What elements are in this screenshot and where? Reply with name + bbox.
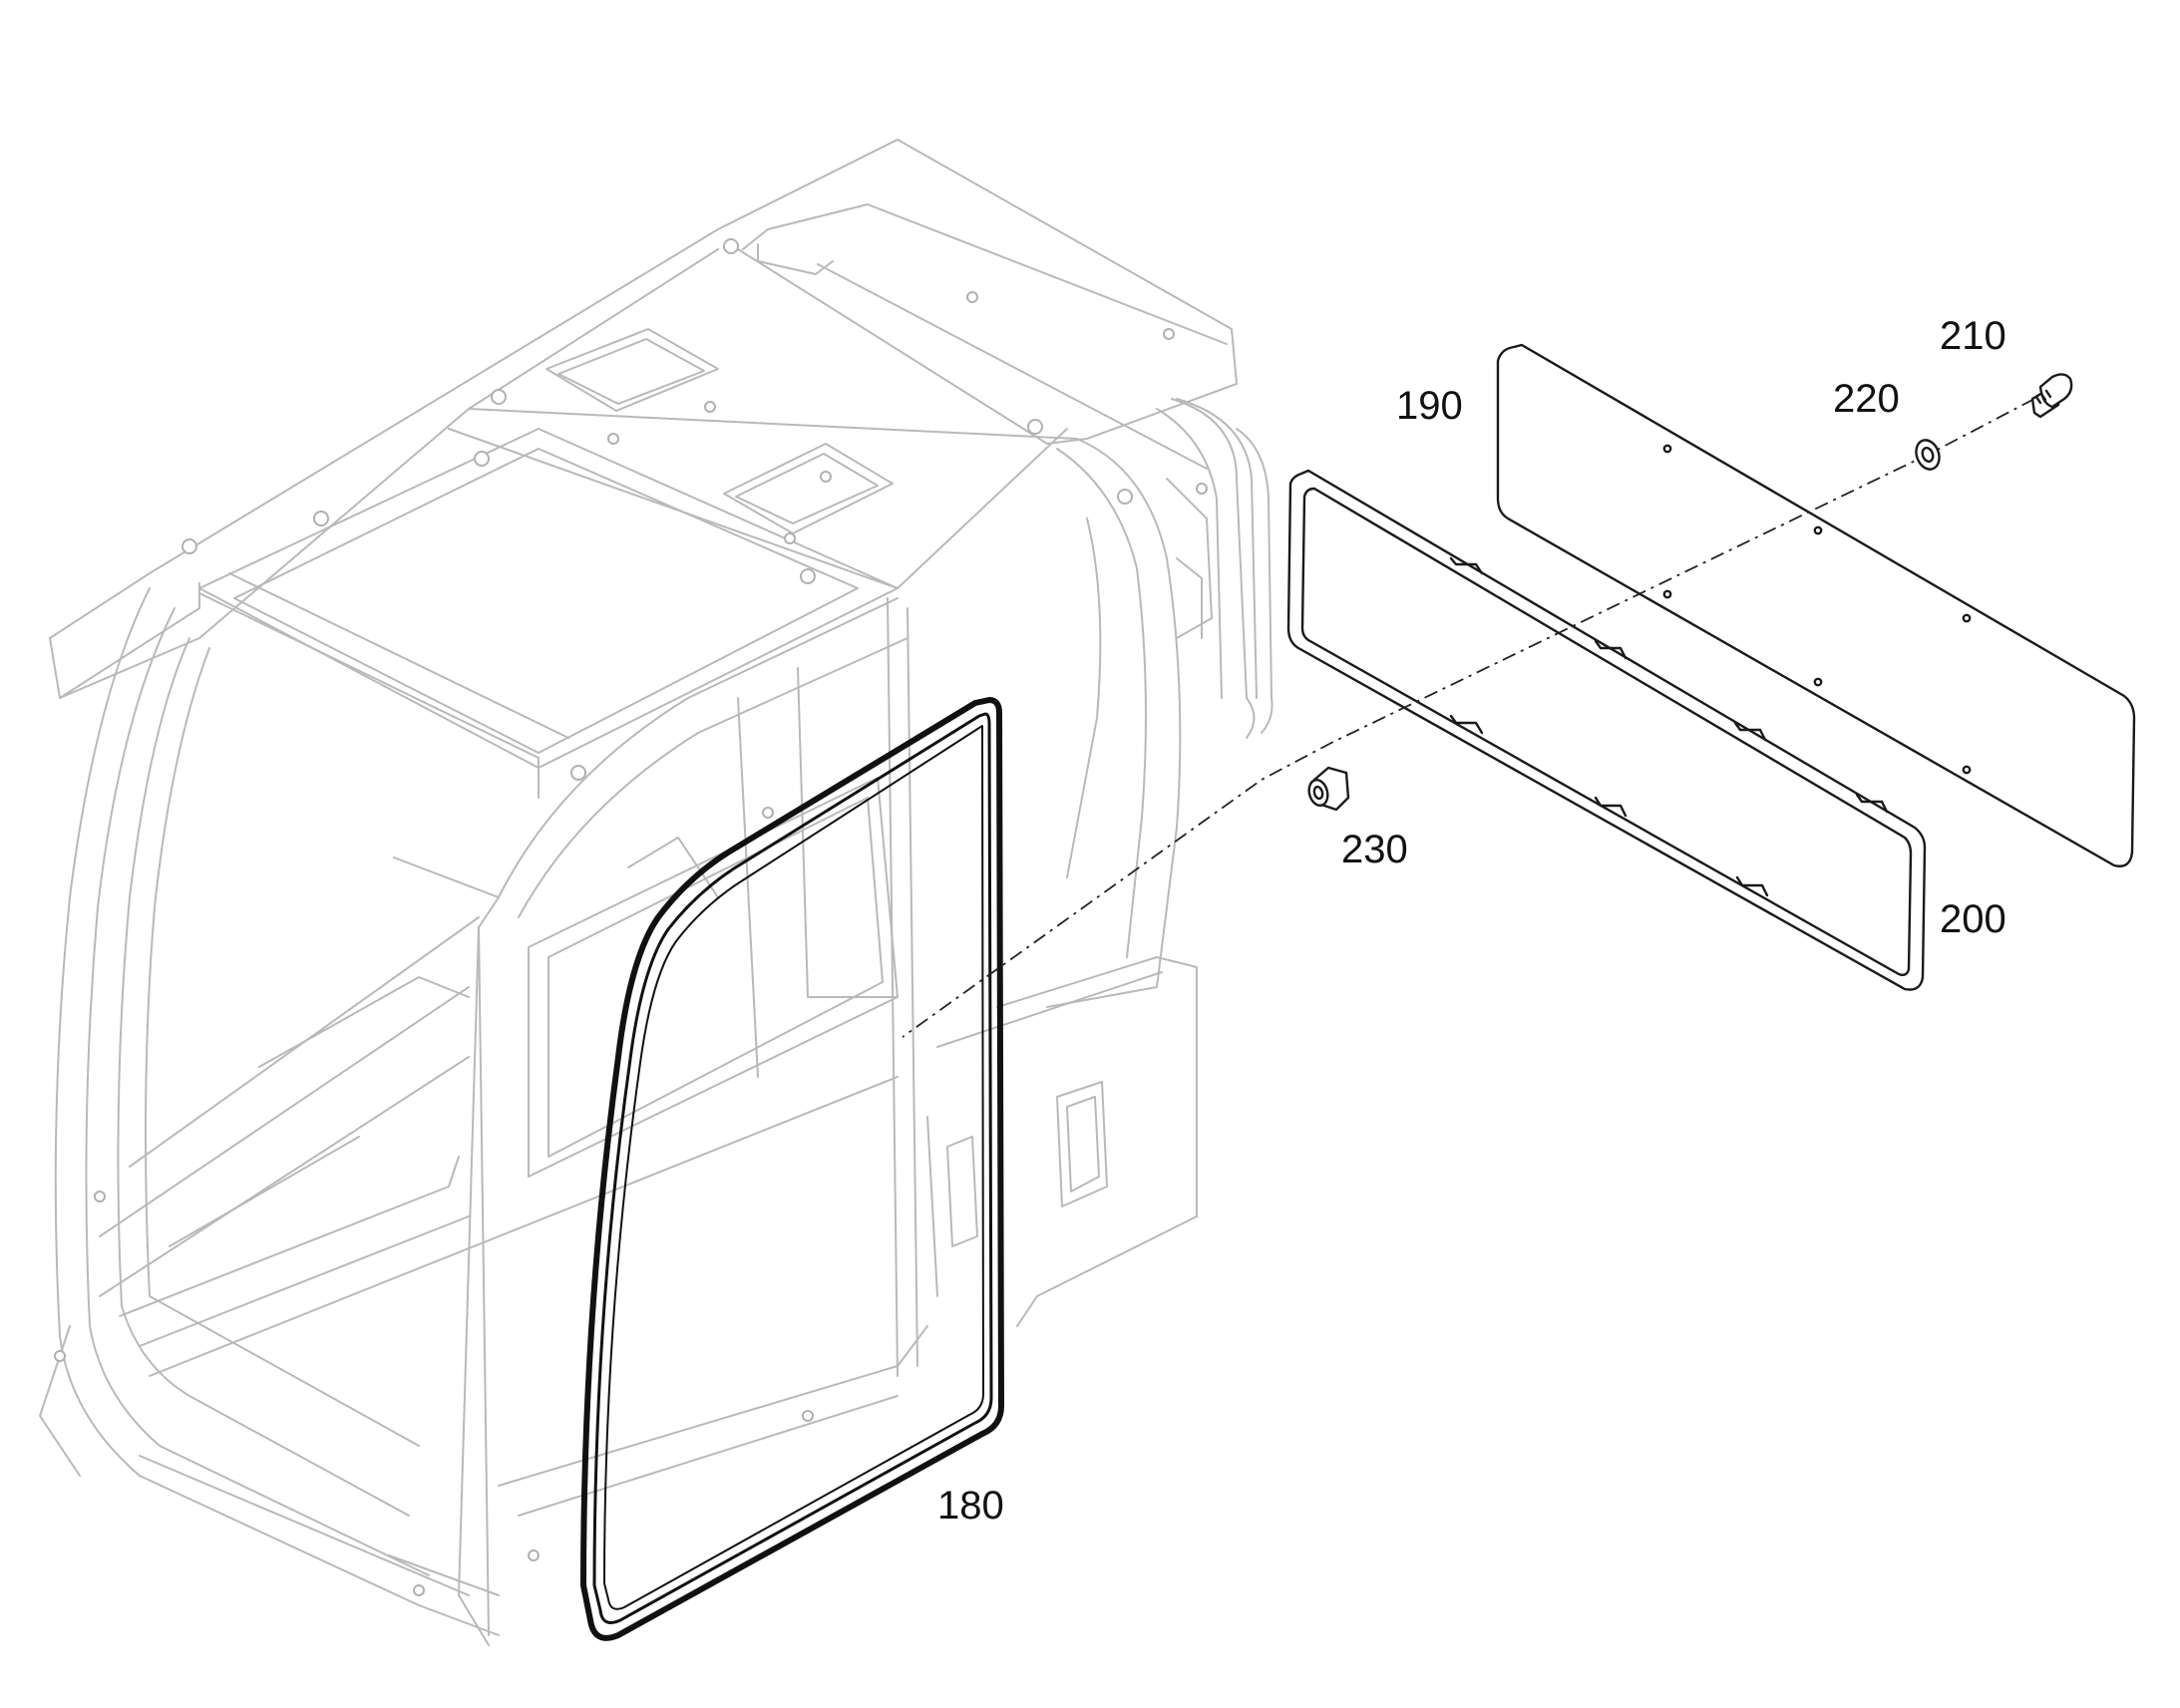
callout-180: 180: [937, 1484, 1004, 1528]
part-210-bolt[interactable]: [2030, 373, 2073, 419]
part-190-cover-panel[interactable]: [1496, 343, 2136, 867]
part-200-panel-seal[interactable]: [1286, 469, 1927, 991]
callout-230: 230: [1341, 828, 1408, 871]
part-230-nut[interactable]: [1306, 766, 1350, 812]
part-180-door-seal[interactable]: [580, 697, 1004, 1641]
part-220-washer[interactable]: [1913, 437, 1944, 473]
assembly-center-line: [902, 398, 2035, 1038]
callout-210: 210: [1940, 314, 2006, 358]
callout-220: 220: [1833, 377, 1900, 421]
cab-fastener-dots: [54, 238, 1208, 1596]
callout-200: 200: [1940, 897, 2006, 941]
callout-190: 190: [1396, 384, 1463, 428]
cab-body-outline: [39, 139, 1273, 1646]
